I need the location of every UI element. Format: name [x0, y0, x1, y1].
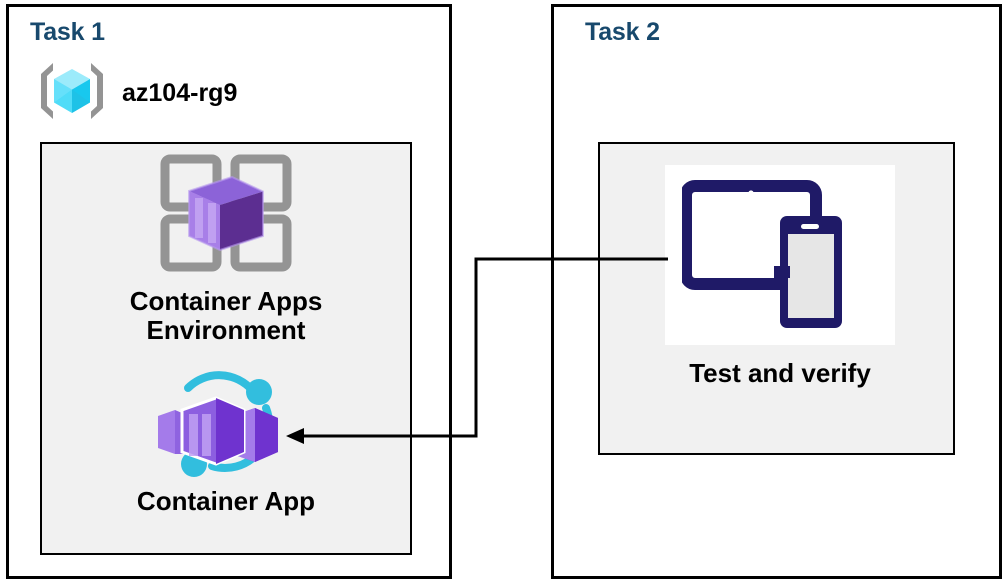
node-test-and-verify: Test and verify [640, 165, 920, 388]
container-apps-environment-icon [156, 150, 296, 281]
container-app-icon [142, 368, 310, 485]
node-container-app: Container App [70, 368, 382, 516]
resource-group-label: az104-rg9 [122, 79, 238, 107]
container-apps-environment-label: Container Apps Environment [129, 286, 323, 346]
test-and-verify-devices-icon [665, 165, 895, 345]
task-2-title: Task 2 [585, 18, 660, 46]
test-and-verify-label: Test and verify [689, 358, 871, 388]
container-app-label: Container App [136, 486, 316, 516]
task-1-title: Task 1 [30, 18, 105, 46]
resource-group-row: az104-rg9 [36, 58, 237, 129]
node-container-apps-environment: Container Apps Environment [70, 150, 382, 345]
resource-group-icon [36, 58, 108, 129]
